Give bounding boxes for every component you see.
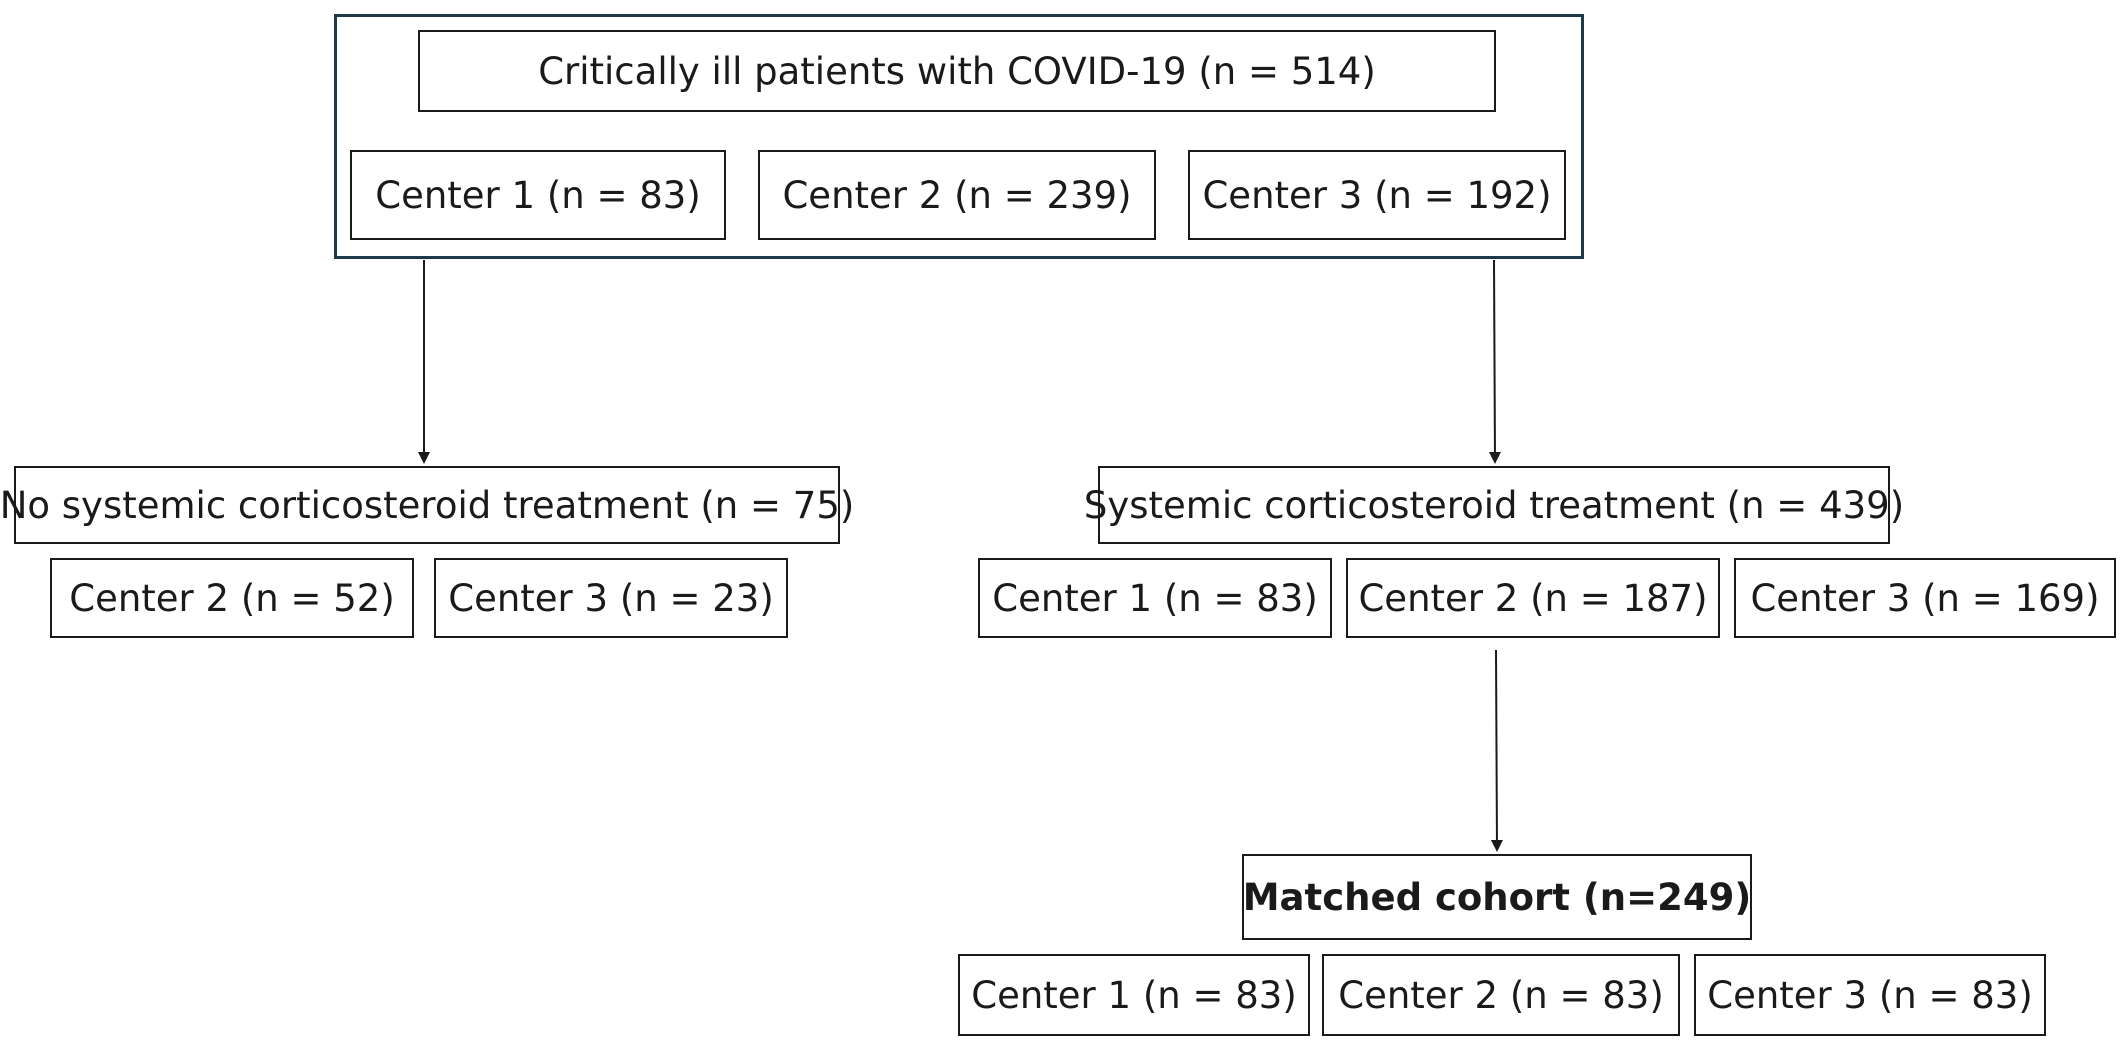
no-treatment-center-3-box: Center 3 (n = 23) — [434, 558, 788, 638]
treatment-center-2-box: Center 2 (n = 187) — [1346, 558, 1720, 638]
top-center-3-box: Center 3 (n = 192) — [1188, 150, 1566, 240]
treatment-title-box: Systemic corticosteroid treatment (n = 4… — [1084, 466, 1904, 544]
matched-center-1-box: Center 1 (n = 83) — [958, 954, 1310, 1036]
top-center-1-box: Center 1 (n = 83) — [350, 150, 726, 240]
arrow-to-treatment — [1488, 259, 1501, 464]
treatment-center-3-box: Center 3 (n = 169) — [1734, 558, 2116, 638]
top-center-2-box: Center 2 (n = 239) — [758, 150, 1156, 240]
matched-cohort-title-box: Matched cohort (n=249) — [1242, 854, 1752, 940]
no-treatment-center-2-box: Center 2 (n = 52) — [50, 558, 414, 638]
top-group-container — [334, 14, 1584, 259]
arrow-to-matched-cohort — [1490, 649, 1503, 852]
matched-center-2-box: Center 2 (n = 83) — [1322, 954, 1680, 1036]
no-treatment-title-box: No systemic corticosteroid treatment (n … — [0, 466, 854, 544]
matched-center-3-box: Center 3 (n = 83) — [1694, 954, 2046, 1036]
top-title-box: Critically ill patients with COVID-19 (n… — [418, 30, 1496, 112]
treatment-center-1-box: Center 1 (n = 83) — [978, 558, 1332, 638]
